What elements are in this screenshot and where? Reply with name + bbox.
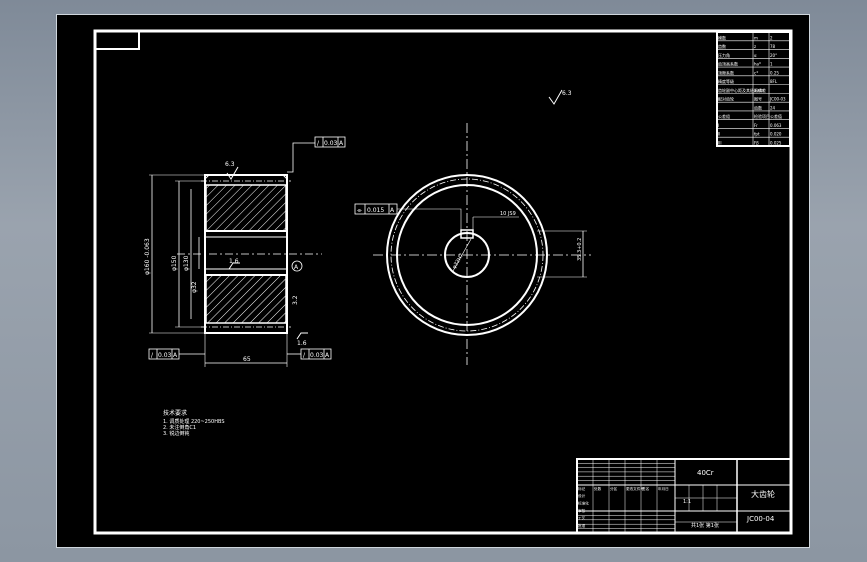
param-cell: 配对齿轮	[718, 96, 734, 102]
param-cell: 0.063	[770, 123, 782, 128]
param-cell: 齿顶高系数	[718, 61, 738, 67]
drawing-number: JC00-04	[746, 515, 775, 523]
dim-width: 65	[243, 356, 251, 363]
dim-outer-diameter: φ160 -0.063	[144, 238, 151, 275]
title-role-cell: 工艺	[578, 516, 586, 521]
roughness-value: 6.3	[562, 90, 572, 97]
param-cell: fpt	[754, 132, 760, 137]
param-cell: z	[754, 44, 756, 49]
param-cell: m	[754, 35, 758, 40]
roughness-right: 3.2	[292, 295, 299, 305]
title-role-cell: 审核	[578, 508, 586, 513]
param-cell: 20°	[770, 53, 777, 58]
svg-text:⌯: ⌯	[357, 207, 362, 214]
gear-front-view: φ32H7 10 JS9 35.3+0.2 ⌯ 0.015 A	[354, 123, 591, 365]
roughness-bottom: 1.6	[297, 340, 307, 347]
param-cell: Fβ	[754, 141, 759, 146]
roughness-bore: 1.6	[229, 258, 239, 265]
title-header-cell: 处数	[594, 486, 602, 491]
sheet-info: 共1张 第1张	[691, 522, 719, 529]
param-cell: 24	[770, 105, 776, 110]
param-cell: 公差值	[770, 113, 782, 119]
dim-root-diameter: φ150	[171, 255, 178, 271]
notes-line-1: 1. 调质处理 220~250HBS	[163, 418, 225, 425]
dim-hub-diameter: φ130	[183, 255, 190, 271]
param-cell: 齿轮副中心距及其极限偏差	[718, 87, 766, 93]
roughness-top: 6.3	[225, 161, 235, 168]
title-header-cell: 更改文件号	[626, 486, 644, 491]
param-cell: 齿数	[754, 104, 762, 110]
param-cell: 检验项目	[754, 113, 770, 119]
notes-title: 技术要求	[163, 409, 187, 417]
gtol-bottom-left: / 0.03 A	[148, 348, 180, 360]
param-cell: I	[718, 123, 719, 128]
svg-text:0.03: 0.03	[158, 352, 172, 359]
title-block: 40Cr 大齿轮 JC00-04 1:1 共1张 第1张 标记 处数 分区 更改文件号…	[576, 458, 792, 534]
param-cell: 0.020	[770, 132, 782, 137]
cad-drawing: 模数 m 2 齿数 z 78 压力角 α 20° 齿顶高系数 ha* 1 顶隙系数 c* 0.25 精度等级 8…	[93, 29, 793, 535]
dim-keyway-depth: 35.3+0.2	[577, 238, 583, 261]
param-cell: α	[754, 53, 757, 58]
param-cell: c*	[754, 70, 758, 75]
gtol-top: / 0.03 A	[314, 136, 346, 148]
title-role-cell: 设计	[578, 493, 586, 498]
title-header-cell: 标记	[578, 486, 586, 491]
title-role-cell: 批准	[578, 523, 586, 528]
svg-text:/: /	[303, 352, 306, 359]
param-cell: a±fa	[754, 88, 764, 93]
param-cell: ha*	[754, 62, 761, 67]
param-cell: 8FL	[770, 79, 778, 84]
param-cell: 顶隙系数	[718, 69, 734, 75]
svg-text:0.015: 0.015	[367, 207, 384, 214]
param-cell: 公差组	[718, 113, 730, 119]
notes-line-2: 2. 未注倒角C1	[163, 424, 196, 431]
svg-text:/: /	[317, 140, 320, 147]
param-cell: 78	[770, 44, 776, 49]
dim-key-width: 10 JS9	[500, 211, 516, 217]
param-cell: 0.25	[770, 70, 779, 75]
svg-text:A: A	[339, 140, 344, 147]
svg-text:A: A	[173, 352, 178, 359]
param-cell: II	[718, 132, 720, 137]
top-left-box	[94, 30, 140, 50]
datum-label: A	[294, 264, 299, 271]
title-header-cell: 分区	[610, 486, 618, 491]
svg-text:0.03: 0.03	[324, 140, 338, 147]
param-cell: 压力角	[718, 52, 730, 58]
param-cell: III	[718, 141, 722, 146]
scale: 1:1	[683, 499, 691, 505]
general-roughness: 6.3	[548, 89, 572, 105]
dim-bore-diameter: φ32	[191, 281, 198, 293]
param-cell: 模数	[718, 34, 726, 40]
svg-text:0.03: 0.03	[310, 352, 324, 359]
gtol-symmetry: ⌯ 0.015 A	[354, 203, 398, 215]
svg-text:A: A	[325, 352, 330, 359]
part-name: 大齿轮	[751, 489, 775, 499]
svg-text:A: A	[390, 207, 395, 214]
gear-section-view: φ160 -0.063 φ150 φ130 φ32 65 6.3 1.6 1.6…	[144, 136, 346, 367]
title-header-cell: 年月日	[658, 486, 669, 491]
material: 40Cr	[697, 469, 714, 477]
param-cell: 2	[770, 35, 773, 40]
param-table: 模数 m 2 齿数 z 78 压力角 α 20° 齿顶高系数 ha* 1 顶隙系数 c* 0.25 精度等级 8…	[716, 31, 791, 147]
drawing-viewport[interactable]: 模数 m 2 齿数 z 78 压力角 α 20° 齿顶高系数 ha* 1 顶隙系数 c* 0.25 精度等级 8…	[56, 14, 810, 548]
title-role-cell: 标准化	[578, 501, 589, 506]
title-header-cell: 签名	[642, 486, 650, 491]
notes-line-3: 3. 锐边倒钝	[163, 430, 189, 437]
technical-notes: 技术要求 1. 调质处理 220~250HBS 2. 未注倒角C1 3. 锐边倒…	[163, 409, 225, 437]
param-cell: 精度等级	[718, 78, 734, 84]
drawing-frame	[93, 29, 793, 535]
param-cell: JC00-03	[769, 97, 786, 102]
param-cell: 齿数	[718, 43, 726, 49]
gtol-bottom-right: / 0.03 A	[300, 348, 332, 360]
param-cell: 图号	[754, 96, 762, 102]
param-cell: 1	[770, 62, 773, 67]
param-cell: Fr	[754, 123, 758, 128]
svg-text:/: /	[151, 352, 154, 359]
param-cell: 0.025	[770, 141, 782, 146]
